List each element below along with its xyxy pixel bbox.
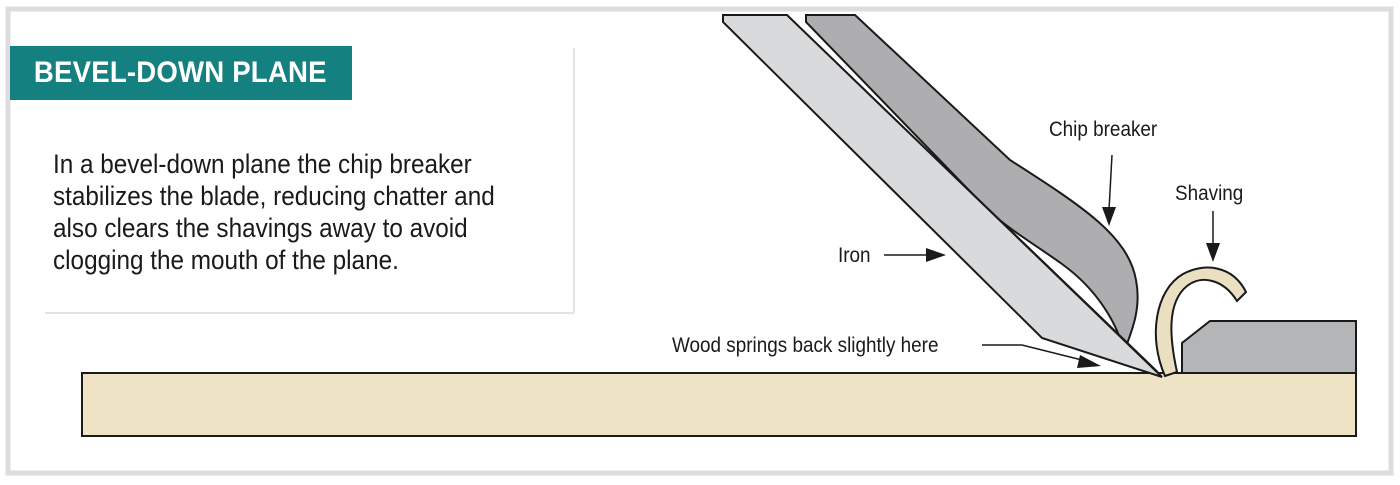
chip-breaker-arrowhead: [1102, 207, 1116, 226]
iron-blade: [722, 14, 1163, 378]
diagram-title: BEVEL-DOWN PLANE: [33, 56, 327, 89]
plane-sole: [1181, 320, 1357, 374]
description-text: In a bevel-down plane the chip breaker s…: [53, 149, 495, 275]
title-badge: BEVEL-DOWN PLANE: [10, 46, 352, 100]
wood-springs-leader: [982, 344, 1087, 362]
leader-lines: [884, 154, 1220, 368]
iron-arrowhead: [926, 248, 946, 262]
wood-board: [81, 372, 1357, 437]
label-iron: Iron: [838, 244, 871, 267]
shaving: [1154, 266, 1248, 378]
wood-springs-arrowhead: [1077, 355, 1101, 368]
label-chip-breaker: Chip breaker: [1049, 118, 1158, 141]
chip-breaker: [805, 14, 1139, 356]
shaving-arrowhead: [1206, 243, 1220, 262]
label-wood-springs: Wood springs back slightly here: [672, 334, 939, 357]
chip-breaker-leader: [1108, 154, 1113, 211]
label-shaving: Shaving: [1175, 182, 1244, 205]
iron-edge-line: [786, 14, 1159, 373]
outer-border: [5, 6, 1394, 476]
